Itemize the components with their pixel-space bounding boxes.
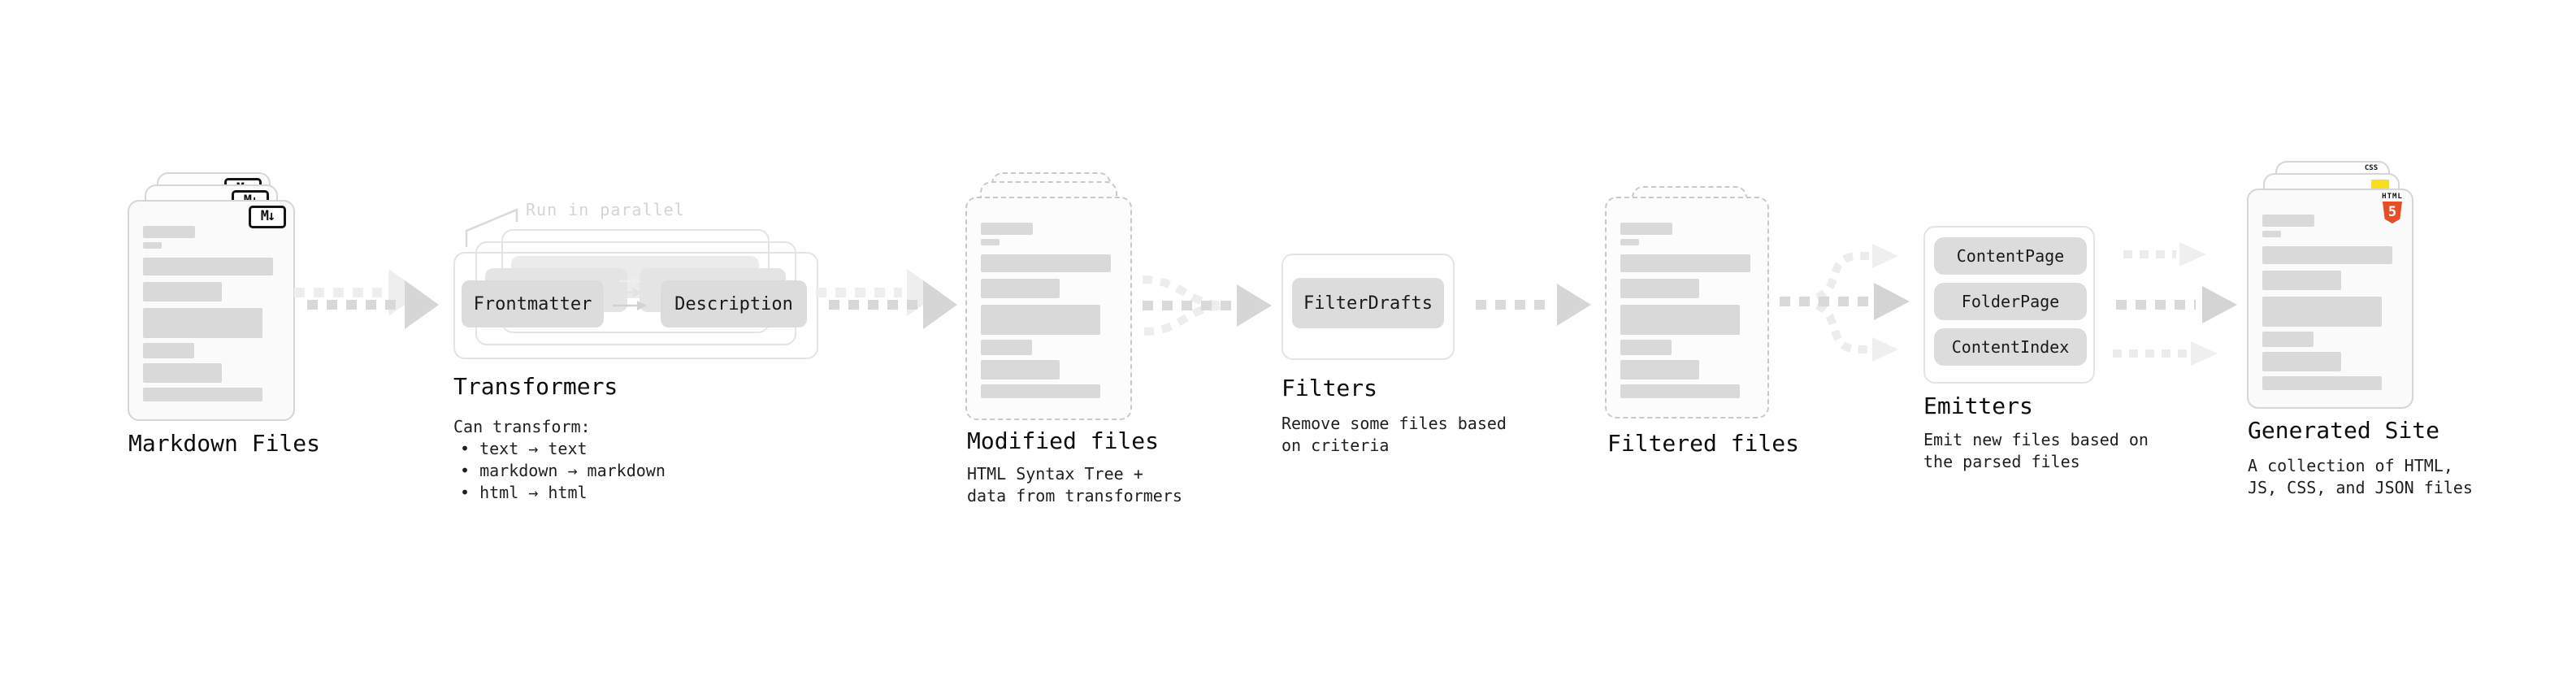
placeholder-bar bbox=[143, 388, 262, 401]
placeholder-bar bbox=[143, 308, 262, 338]
transformers-desc-title: Can transform: bbox=[453, 417, 591, 436]
placeholder-bar bbox=[143, 242, 162, 249]
placeholder-bar bbox=[981, 223, 1033, 235]
transformer-frame-front bbox=[453, 252, 818, 359]
stage-label-filtered-files: Filtered files bbox=[1607, 430, 1800, 457]
html5-icon-label: HTML bbox=[2382, 193, 2403, 201]
stage-label-markdown-files: Markdown Files bbox=[128, 430, 321, 457]
doc-placeholder-bars bbox=[143, 226, 280, 401]
placeholder-bar bbox=[1620, 279, 1699, 298]
stage-heading-filters: Filters bbox=[1281, 375, 1378, 401]
doc-placeholder-bars bbox=[2262, 215, 2399, 390]
transformer-node-frontmatter: Frontmatter bbox=[462, 280, 604, 327]
placeholder-bar bbox=[143, 363, 222, 383]
placeholder-bar bbox=[1620, 384, 1740, 398]
placeholder-bar bbox=[2262, 271, 2341, 290]
transformers-bullet: • text → text bbox=[460, 439, 588, 458]
file-card: HTML 5 bbox=[2247, 189, 2413, 409]
placeholder-bar bbox=[981, 239, 1000, 245]
stage-heading-emitters: Emitters bbox=[1923, 393, 2033, 419]
stage-label-generated-site: Generated Site bbox=[2248, 417, 2440, 444]
placeholder-bar bbox=[2262, 215, 2314, 227]
placeholder-bar bbox=[143, 343, 194, 358]
arrow-markdown-to-transformers-icon bbox=[294, 269, 439, 329]
placeholder-bar bbox=[981, 384, 1100, 398]
doc-placeholder-bars bbox=[981, 223, 1117, 398]
placeholder-bar bbox=[1620, 223, 1672, 235]
arrow-emitters-to-site-icon bbox=[2113, 242, 2237, 366]
arrow-transformers-to-modified-icon bbox=[816, 269, 957, 329]
placeholder-bar bbox=[1620, 360, 1699, 380]
generated-site-desc: A collection of HTML, JS, CSS, and JSON … bbox=[2248, 456, 2473, 497]
placeholder-bar bbox=[981, 360, 1060, 380]
html5-icon: HTML 5 bbox=[2382, 193, 2403, 223]
placeholder-bar bbox=[1620, 239, 1639, 245]
placeholder-bar bbox=[981, 340, 1032, 355]
css-badge-label: CSS bbox=[2364, 164, 2379, 172]
filter-node-filterdrafts: FilterDrafts bbox=[1292, 278, 1444, 328]
placeholder-bar bbox=[981, 279, 1060, 298]
file-card: M↓ bbox=[128, 200, 295, 421]
transformers-bullet: • markdown → markdown bbox=[460, 461, 666, 480]
arrow-filters-to-filtered-icon bbox=[1476, 284, 1591, 326]
placeholder-bar bbox=[2262, 352, 2341, 371]
placeholder-bar bbox=[2262, 297, 2382, 327]
placeholder-bar bbox=[981, 254, 1111, 272]
placeholder-bar bbox=[1620, 340, 1672, 355]
file-card bbox=[965, 197, 1132, 420]
emitter-node-contentpage: ContentPage bbox=[1934, 237, 2087, 275]
emitter-node-contentindex: ContentIndex bbox=[1934, 328, 2087, 366]
placeholder-bar bbox=[2262, 332, 2314, 347]
emitter-node-folderpage: FolderPage bbox=[1934, 283, 2087, 320]
run-in-parallel-label: Run in parallel bbox=[526, 200, 685, 219]
placeholder-bar bbox=[2262, 231, 2281, 237]
filters-frame bbox=[1281, 254, 1455, 360]
stage-heading-modified-files: Modified files bbox=[967, 427, 1160, 454]
placeholder-bar bbox=[981, 305, 1100, 335]
modified-files-desc: HTML Syntax Tree + data from transformer… bbox=[967, 464, 1182, 505]
filters-desc: Remove some files based on criteria bbox=[1281, 414, 1507, 455]
parallel-arrows-icon bbox=[613, 276, 647, 310]
markdown-icon: M↓ bbox=[249, 206, 286, 228]
transformer-node-description: Description bbox=[661, 280, 807, 327]
arrow-filtered-to-emitters-icon bbox=[1780, 244, 1910, 362]
placeholder-bar bbox=[143, 282, 222, 301]
emitters-desc: Emit new files based on the parsed files bbox=[1923, 430, 2149, 471]
annotation-leader-line bbox=[465, 208, 518, 247]
file-card bbox=[1605, 197, 1769, 419]
stage-heading-transformers: Transformers bbox=[453, 373, 618, 400]
placeholder-bar bbox=[143, 226, 195, 238]
transformers-bullet: • html → html bbox=[460, 483, 588, 502]
placeholder-bar bbox=[2262, 246, 2392, 264]
placeholder-bar bbox=[1620, 305, 1740, 335]
emitters-frame bbox=[1923, 226, 2095, 384]
arrow-modified-to-filters-icon bbox=[1142, 275, 1272, 336]
placeholder-bar bbox=[1620, 254, 1750, 272]
placeholder-bar bbox=[143, 258, 273, 275]
placeholder-bar bbox=[2262, 376, 2382, 390]
js-badge bbox=[2371, 180, 2389, 189]
doc-placeholder-bars bbox=[1620, 223, 1754, 398]
